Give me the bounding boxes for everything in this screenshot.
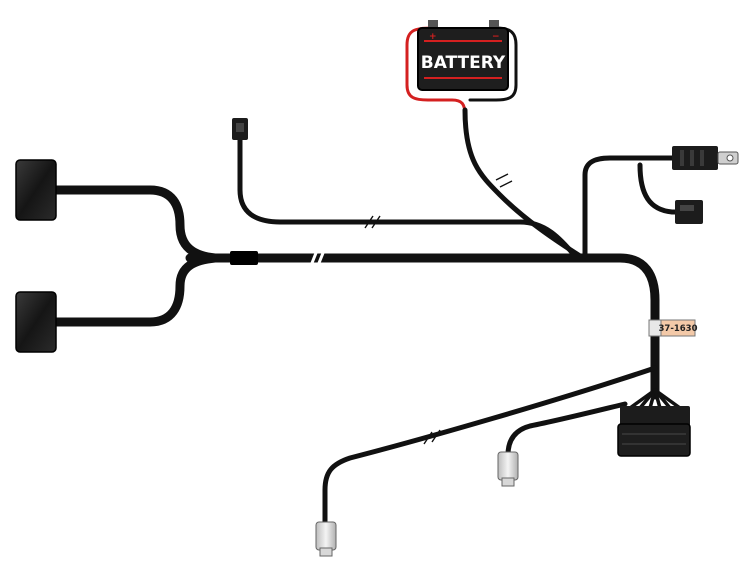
- lower-long-break-2: [431, 429, 441, 443]
- battery-body: [417, 27, 509, 91]
- upper-lead-break-2: [371, 215, 381, 229]
- controller-connector-block: [617, 406, 691, 457]
- battery-terminal-negative: [489, 20, 499, 30]
- upper-lead-wire: [237, 137, 578, 259]
- side-connector: [675, 200, 703, 224]
- bottom-pad-wire: [50, 253, 220, 327]
- battery-label: BATTERY: [421, 53, 506, 73]
- top-pad-wire: [50, 185, 220, 263]
- harness-tag-label: 37-1630: [658, 324, 697, 334]
- battery-cable-break-1: [496, 176, 512, 184]
- relay-side-wire: [637, 162, 683, 215]
- battery-terminal-positive: [428, 20, 438, 30]
- bottom-heating-pad: [15, 291, 57, 353]
- battery-positive-lead: [405, 26, 467, 117]
- controller-wire-fan: [628, 388, 682, 410]
- lower-long-break-1: [423, 431, 433, 445]
- harness-tag: [660, 319, 696, 337]
- trunk-break-2: [315, 247, 327, 269]
- battery-cable: [462, 107, 583, 259]
- battery: + − BATTERY: [417, 20, 509, 91]
- middle-lead-wire: [505, 401, 628, 458]
- trunk-break-1: [308, 247, 320, 269]
- battery-negative-symbol: −: [492, 32, 500, 42]
- middle-plug-connector: [497, 451, 519, 487]
- battery-cable-break-mark-1: [495, 173, 509, 181]
- battery-positive-symbol: +: [429, 32, 437, 42]
- upper-lead-break-1: [364, 215, 374, 229]
- battery-cable-break-mark-2: [499, 180, 513, 188]
- lower-plug-connector: [315, 521, 337, 557]
- relay-branch-wire: [582, 155, 678, 259]
- trunk-sleeve: [230, 251, 258, 265]
- upper-lead-connector: [232, 118, 248, 140]
- relay-connector: [672, 146, 739, 170]
- lower-long-wire: [322, 365, 658, 528]
- main-trunk: [185, 253, 660, 400]
- top-heating-pad: [15, 159, 57, 221]
